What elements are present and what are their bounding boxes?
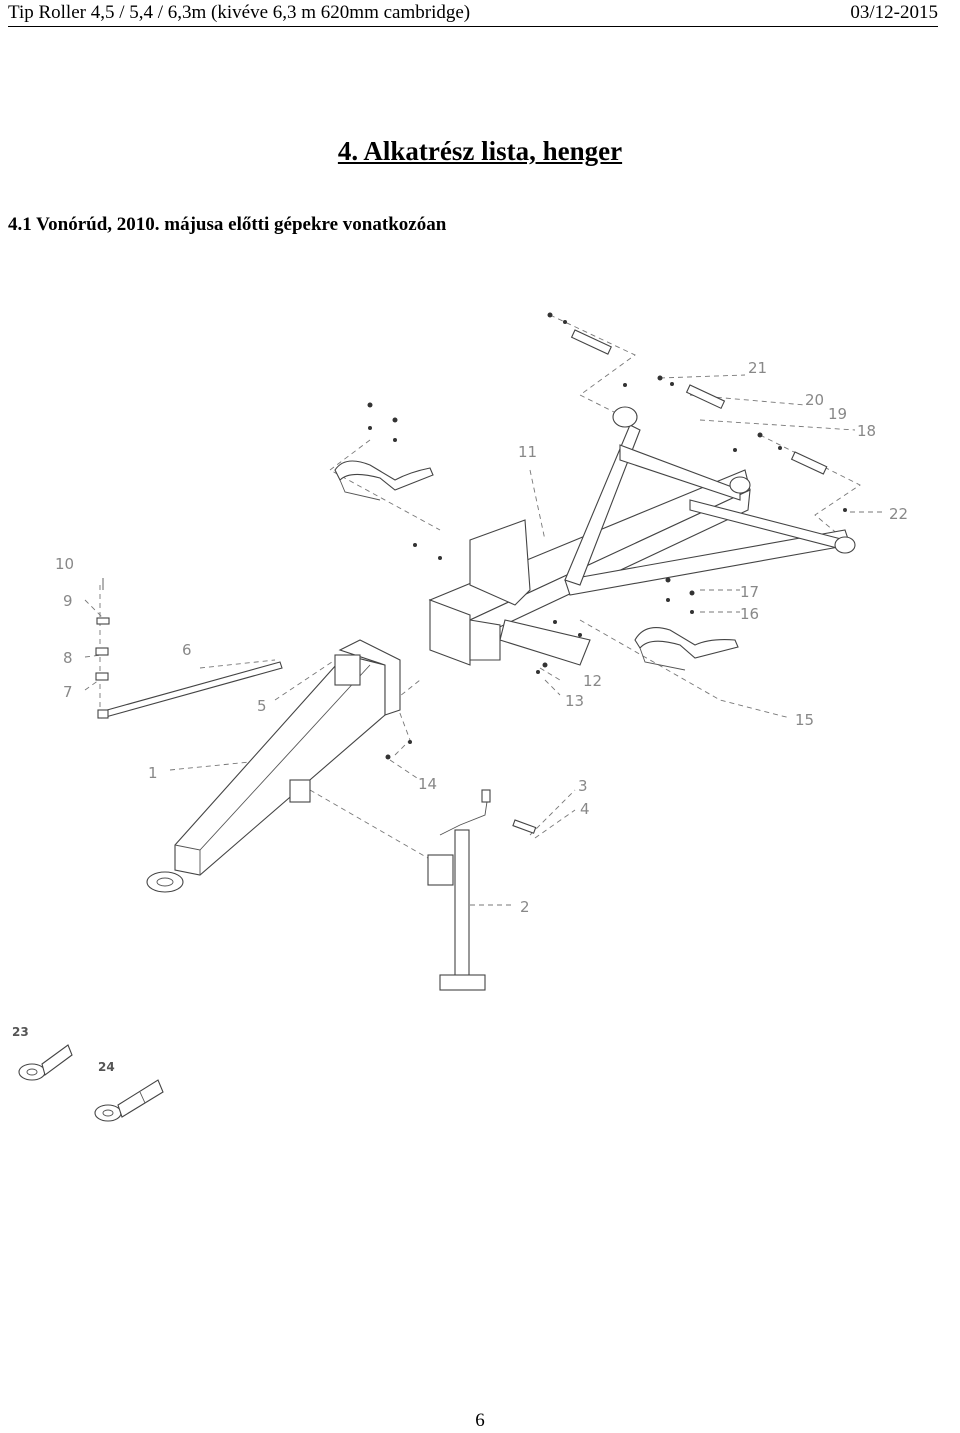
exploded-parts-diagram: 1 2 3 4 5 6 7 8 9 10 11 12 13 14 15 16 1… <box>12 312 908 1122</box>
pins-bolts <box>367 312 847 834</box>
callout-11: 11 <box>518 443 537 461</box>
subsection-title: 4.1 Vonórúd, 2010. májusa előtti gépekre… <box>8 214 447 235</box>
callout-20: 20 <box>805 391 824 409</box>
bracket-left <box>334 460 434 501</box>
drawbar <box>146 639 401 893</box>
callout-7: 7 <box>63 683 73 701</box>
callout-21: 21 <box>748 359 767 377</box>
page-header: Tip Roller 4,5 / 5,4 / 6,3m (kivéve 6,3 … <box>8 0 938 27</box>
callout-13: 13 <box>565 692 584 710</box>
jack-stand <box>427 789 491 991</box>
callout-1: 1 <box>148 764 158 782</box>
callout-14: 14 <box>418 775 437 793</box>
callout-9: 9 <box>63 592 73 610</box>
section-title: 4. Alkatrész lista, henger <box>337 136 623 166</box>
callout-6: 6 <box>182 641 192 659</box>
callout-3: 3 <box>578 777 588 795</box>
callout-labels: 1 2 3 4 5 6 7 8 9 10 11 12 13 14 15 16 1… <box>12 359 908 1074</box>
page-number: 6 <box>475 1410 485 1431</box>
callout-12: 12 <box>583 672 602 690</box>
callout-15: 15 <box>795 711 814 729</box>
callout-5: 5 <box>257 697 267 715</box>
callout-22: 22 <box>889 505 908 523</box>
fastener-stack <box>95 578 110 681</box>
guide-bar <box>97 661 283 719</box>
header-title: Tip Roller 4,5 / 5,4 / 6,3m (kivéve 6,3 … <box>8 2 471 23</box>
bracket-right <box>634 627 739 671</box>
callout-16: 16 <box>740 605 759 623</box>
callout-23: 23 <box>12 1025 29 1039</box>
callout-4: 4 <box>580 800 590 818</box>
callout-10: 10 <box>55 555 74 573</box>
callout-2: 2 <box>520 898 530 916</box>
callout-18: 18 <box>857 422 876 440</box>
callout-8: 8 <box>63 649 73 667</box>
callout-17: 17 <box>740 583 759 601</box>
callout-24: 24 <box>98 1060 115 1074</box>
eye-hitch-23 <box>18 1044 73 1081</box>
frame <box>428 406 856 666</box>
eye-hitch-24 <box>94 1079 164 1122</box>
header-date: 03/12-2015 <box>850 2 938 23</box>
callout-19: 19 <box>828 405 847 423</box>
